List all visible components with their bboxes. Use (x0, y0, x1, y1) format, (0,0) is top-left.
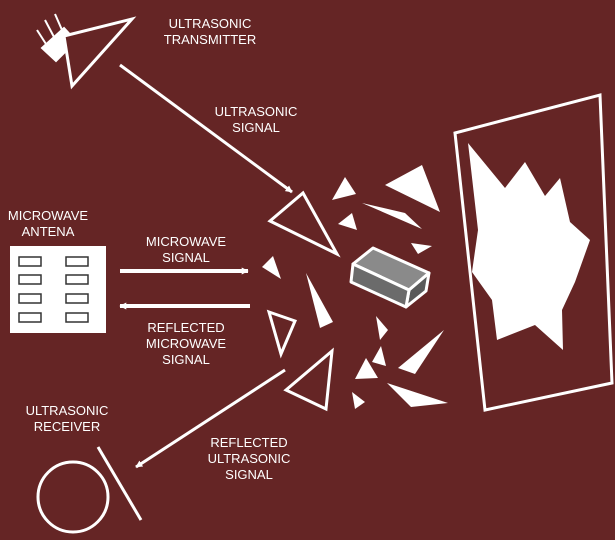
ultrasonic-receiver-label: ULTRASONIC RECEIVER (25, 403, 109, 434)
glass-shard-outline (283, 347, 334, 412)
ultrasonic-signal-arrow (119, 63, 293, 194)
ultrasonic-transmitter-icon (36, 13, 137, 90)
glass-shard (338, 213, 357, 230)
glass-shard (332, 177, 356, 200)
glass-shard (398, 330, 444, 374)
ultrasonic-signal-label: ULTRASONIC SIGNAL (214, 104, 298, 135)
glass-shard-outline (267, 190, 341, 258)
glass-shards (262, 165, 448, 409)
glass-shard (306, 273, 333, 328)
reflected-microwave-signal-label: REFLECTED MICROWAVE SIGNAL (145, 320, 227, 367)
glass-shard (385, 165, 440, 212)
glass-shard-outline (266, 309, 298, 359)
reflected-ultrasonic-signal-label: REFLECTED ULTRASONIC SIGNAL (207, 435, 291, 482)
reflected-ultrasonic-signal-arrow (135, 368, 286, 469)
glass-shard (387, 383, 448, 407)
glass-shard-outlines (266, 190, 341, 412)
microwave-signal-label: MICROWAVE SIGNAL (145, 234, 227, 265)
glass-shard (352, 392, 365, 409)
ultrasonic-receiver-icon (36, 446, 143, 534)
microwave-antenna-icon (10, 246, 106, 333)
box-object-icon (349, 246, 431, 309)
ultrasonic-transmitter-label: ULTRASONIC TRANSMITTER (163, 16, 257, 47)
glass-shard (262, 256, 281, 279)
glass-shard (376, 316, 388, 340)
glass-shard (355, 358, 378, 379)
broken-window-icon (453, 93, 614, 412)
glass-shard (411, 243, 432, 254)
glass-shard (362, 203, 422, 229)
glass-shard (372, 346, 386, 366)
microwave-antena-label: MICROWAVE ANTENA (7, 208, 89, 239)
